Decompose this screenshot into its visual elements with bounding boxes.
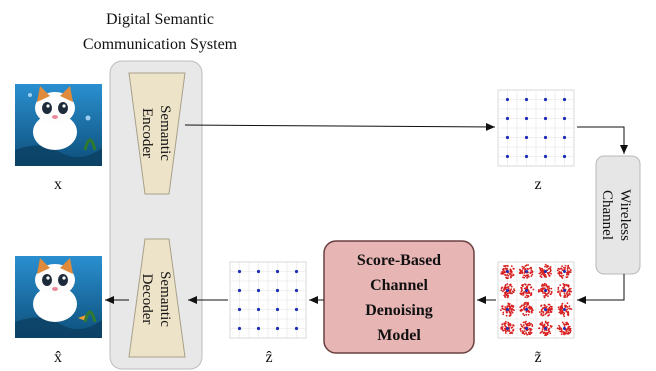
constellation-point: [294, 307, 299, 312]
label-z-hat: ẑ: [265, 349, 272, 366]
constellation-z-hat: [229, 261, 307, 339]
noisy-cluster: [537, 282, 553, 299]
constellation-point: [505, 135, 510, 140]
noisy-cluster: [538, 320, 553, 337]
encoder-trapezoid: [128, 72, 186, 195]
encoder-label: Semantic Encoder: [139, 105, 173, 161]
constellation-point: [505, 154, 510, 159]
decoder-trapezoid: [128, 238, 186, 358]
constellation-point: [275, 288, 280, 293]
constellation-point: [256, 288, 261, 293]
constellation-point: [562, 154, 567, 159]
constellation-point: [237, 288, 242, 293]
noisy-cluster: [500, 302, 515, 317]
svg-text:Channel: Channel: [599, 190, 615, 240]
constellation-point: [256, 269, 261, 274]
label-x: x: [54, 176, 62, 193]
constellation-point: [237, 326, 242, 331]
label-z-tilde: z̃: [534, 349, 541, 366]
noisy-cluster: [500, 283, 516, 299]
denoiser-line3: Denoising: [365, 302, 433, 319]
constellation-point: [543, 135, 548, 140]
noisy-cluster: [500, 264, 515, 280]
noisy-cluster: [500, 320, 515, 335]
arrow-channel-to-z-tilde: [577, 274, 625, 304]
constellation-point: [505, 116, 510, 121]
constellation-point: [543, 116, 548, 121]
noisy-cluster: [556, 321, 572, 336]
label-z: z: [534, 176, 541, 193]
constellation-point: [524, 135, 529, 140]
svg-text:Encoder: Encoder: [139, 108, 155, 158]
noisy-cluster: [556, 264, 572, 279]
constellation-z-tilde: [497, 261, 575, 339]
constellation-point: [543, 97, 548, 102]
noisy-cluster: [519, 283, 535, 299]
score-based-denoiser-box: [323, 240, 475, 354]
constellation-point: [562, 116, 567, 121]
output-cat-image: [15, 256, 102, 338]
constellation-point: [256, 307, 261, 312]
constellation-z: [497, 89, 575, 167]
denoiser-line2: Channel: [370, 277, 428, 294]
constellation-point: [562, 97, 567, 102]
system-container: [109, 60, 203, 370]
constellation-point: [294, 288, 299, 293]
constellation-point: [237, 307, 242, 312]
constellation-point: [524, 116, 529, 121]
constellation-point: [524, 154, 529, 159]
constellation-point: [275, 269, 280, 274]
noisy-cluster: [538, 263, 552, 279]
constellation-point: [294, 326, 299, 331]
noisy-cluster: [557, 283, 573, 299]
constellation-point: [505, 97, 510, 102]
noisy-cluster: [538, 303, 553, 317]
constellation-point: [294, 269, 299, 274]
noisy-cluster: [518, 264, 534, 279]
svg-text:Semantic: Semantic: [157, 271, 173, 327]
constellation-point: [562, 135, 567, 140]
label-x-hat: x̂: [54, 349, 62, 366]
noisy-cluster: [519, 301, 534, 317]
svg-text:Wireless: Wireless: [617, 189, 633, 241]
arrow-encoder-to-z: [184, 122, 496, 131]
wireless-channel-box: [595, 155, 641, 275]
noisy-cluster: [557, 302, 573, 318]
constellation-point: [237, 269, 242, 274]
decoder-label: Semantic Decoder: [139, 271, 173, 327]
wireless-channel-label: Wireless Channel: [599, 189, 633, 241]
system-title-line2: Communication System: [83, 36, 238, 53]
system-title-line1: Digital Semantic: [106, 11, 214, 28]
denoiser-line4: Model: [377, 327, 421, 344]
constellation-point: [524, 97, 529, 102]
arrow-z-to-channel: [577, 126, 628, 154]
denoiser-line1: Score-Based: [357, 252, 441, 269]
constellation-point: [275, 326, 280, 331]
constellation-point: [543, 154, 548, 159]
svg-text:Decoder: Decoder: [139, 274, 155, 325]
constellation-point: [275, 307, 280, 312]
noisy-cluster: [519, 320, 534, 336]
svg-text:Semantic: Semantic: [157, 105, 173, 161]
constellation-point: [256, 326, 261, 331]
input-cat-image: [15, 84, 102, 166]
